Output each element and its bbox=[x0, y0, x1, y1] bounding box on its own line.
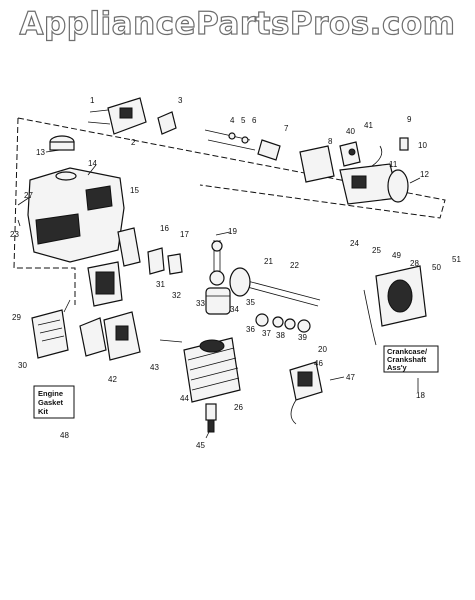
label-27: 27 bbox=[24, 191, 33, 200]
gasket-box-line-3: Kit bbox=[38, 407, 49, 416]
assembly-outline bbox=[17, 117, 446, 219]
label-14: 14 bbox=[88, 159, 97, 168]
part-screws bbox=[204, 129, 281, 161]
label-31: 31 bbox=[156, 280, 165, 289]
gasket-box-line-2: Gasket bbox=[38, 398, 64, 407]
label-44: 44 bbox=[180, 394, 189, 403]
label-45: 45 bbox=[196, 441, 205, 450]
label-37: 37 bbox=[262, 329, 271, 338]
label-39: 39 bbox=[298, 333, 307, 342]
label-41: 41 bbox=[364, 121, 373, 130]
part-crankcase bbox=[363, 265, 427, 346]
crankcase-box-line-1: Crankcase/ bbox=[387, 347, 428, 356]
part-ignition-housing bbox=[339, 163, 409, 205]
part-carburetor bbox=[79, 311, 141, 361]
part-cylinder bbox=[183, 337, 241, 403]
part-spring bbox=[371, 145, 383, 167]
label-10: 10 bbox=[418, 141, 427, 150]
label-16: 16 bbox=[160, 224, 169, 233]
label-25: 25 bbox=[372, 246, 381, 255]
part-crankshaft bbox=[229, 267, 321, 307]
part-piston bbox=[205, 287, 231, 315]
part-bearings bbox=[255, 313, 311, 333]
label-3: 3 bbox=[178, 96, 183, 105]
label-35: 35 bbox=[246, 298, 255, 307]
part-switch bbox=[339, 141, 361, 167]
label-26: 26 bbox=[234, 403, 243, 412]
label-42: 42 bbox=[108, 375, 117, 384]
label-40: 40 bbox=[346, 127, 355, 136]
label-5: 5 bbox=[241, 116, 246, 125]
label-29: 29 bbox=[12, 313, 21, 322]
label-1: 1 bbox=[90, 96, 95, 105]
label-22: 22 bbox=[290, 261, 299, 270]
label-36: 36 bbox=[246, 325, 255, 334]
gasket-kit-box: Engine Gasket Kit bbox=[33, 385, 75, 419]
label-8: 8 bbox=[328, 137, 333, 146]
label-30: 30 bbox=[18, 361, 27, 370]
label-6: 6 bbox=[252, 116, 257, 125]
part-fuel-cap bbox=[49, 135, 75, 151]
gasket-box-line-1: Engine bbox=[38, 389, 63, 398]
label-49: 49 bbox=[392, 251, 401, 260]
label-50: 50 bbox=[432, 263, 441, 272]
label-12: 12 bbox=[420, 170, 429, 179]
part-plate bbox=[299, 145, 335, 183]
label-7: 7 bbox=[284, 124, 289, 133]
label-32: 32 bbox=[172, 291, 181, 300]
label-4: 4 bbox=[230, 116, 235, 125]
label-28: 28 bbox=[410, 259, 419, 268]
label-20: 20 bbox=[318, 345, 327, 354]
label-13: 13 bbox=[36, 148, 45, 157]
part-mount-bracket bbox=[87, 97, 147, 135]
part-connecting-rod bbox=[209, 240, 225, 286]
part-ignition-module bbox=[289, 361, 323, 425]
part-gasket bbox=[117, 227, 141, 267]
watermark-text: AppliancePartsPros.com bbox=[19, 5, 456, 42]
part-clip bbox=[157, 111, 177, 135]
label-46: 46 bbox=[314, 359, 323, 368]
label-38: 38 bbox=[276, 331, 285, 340]
label-51: 51 bbox=[452, 255, 461, 264]
label-15: 15 bbox=[130, 186, 139, 195]
label-34: 34 bbox=[230, 305, 239, 314]
label-18: 18 bbox=[416, 391, 425, 400]
part-number-labels: 1 2 3 4 5 6 7 8 9 10 11 12 13 14 15 16 1… bbox=[10, 96, 461, 450]
label-33: 33 bbox=[196, 299, 205, 308]
part-10 bbox=[399, 137, 409, 151]
part-fuel-tank bbox=[27, 167, 125, 307]
label-24: 24 bbox=[350, 239, 359, 248]
crankcase-box-line-2: Crankshaft bbox=[387, 355, 427, 364]
crankcase-box-line-3: Ass'y bbox=[387, 363, 408, 372]
label-11: 11 bbox=[389, 160, 398, 169]
part-16 bbox=[147, 247, 165, 275]
part-air-filter-cover bbox=[31, 309, 69, 359]
label-19: 19 bbox=[228, 227, 237, 236]
leader-lines bbox=[17, 149, 421, 439]
label-48: 48 bbox=[60, 431, 69, 440]
label-2: 2 bbox=[131, 138, 136, 147]
label-9: 9 bbox=[407, 115, 412, 124]
part-spark-plug bbox=[205, 403, 217, 433]
assembly-outline-left bbox=[13, 117, 76, 305]
crankcase-assembly-box: Crankcase/ Crankshaft Ass'y bbox=[383, 345, 439, 373]
label-43: 43 bbox=[150, 363, 159, 372]
label-23: 23 bbox=[10, 230, 19, 239]
label-47: 47 bbox=[346, 373, 355, 382]
label-17: 17 bbox=[180, 230, 189, 239]
label-21: 21 bbox=[264, 257, 273, 266]
part-17 bbox=[167, 253, 183, 275]
